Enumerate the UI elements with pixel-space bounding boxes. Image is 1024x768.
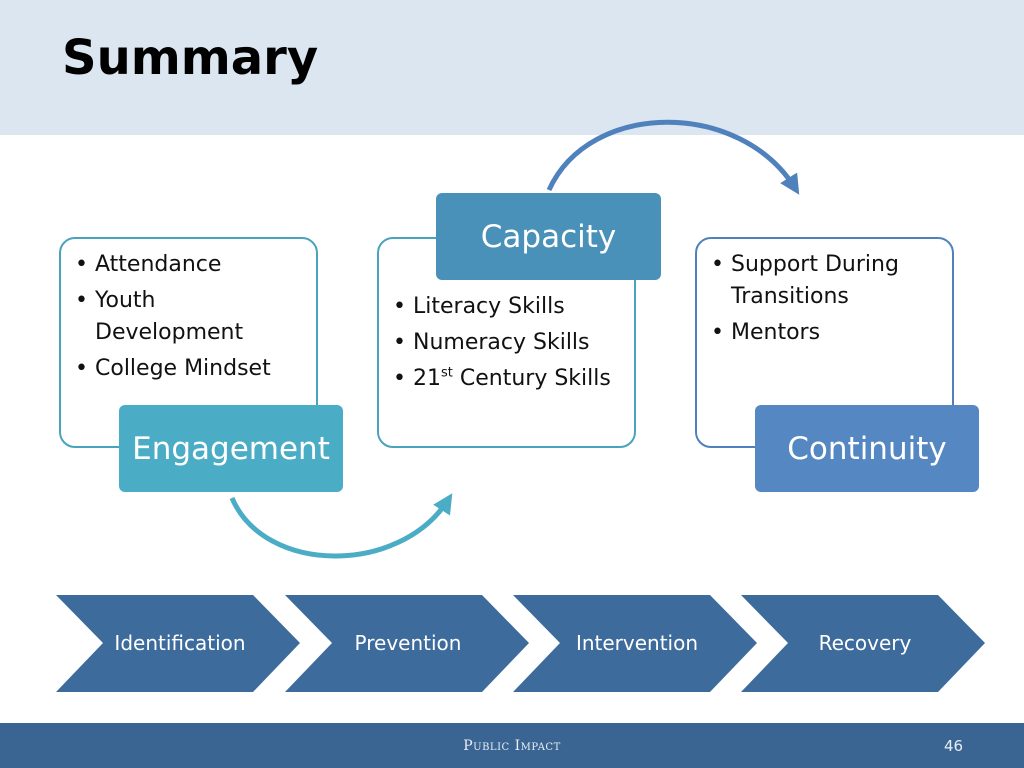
bullet-item: Numeracy Skills <box>391 327 626 359</box>
bullet-item: Attendance <box>73 249 308 281</box>
continuity-label: Continuity <box>755 405 979 492</box>
step-prevention-label: Prevention <box>355 631 462 655</box>
bullet-item: Literacy Skills <box>391 291 626 323</box>
chevron-recovery <box>741 595 985 692</box>
bullet-item: Support During Transitions <box>709 249 944 313</box>
step-recovery-label: Recovery <box>819 631 912 655</box>
chevron-identification <box>56 595 300 692</box>
bullet-item: Youth Development <box>73 285 308 349</box>
bullet-item: 21st Century Skills <box>391 363 626 395</box>
title-band <box>0 0 1024 135</box>
engagement-bullets: Attendance Youth Development College Min… <box>73 249 308 389</box>
capacity-bullets: Literacy Skills Numeracy Skills 21st Cen… <box>391 291 626 399</box>
page-number: 46 <box>944 737 964 755</box>
step-identification-label: Identification <box>114 631 245 655</box>
slide-title: Summary <box>62 30 319 86</box>
chevron-intervention <box>513 595 757 692</box>
footer-bar <box>0 723 1024 768</box>
footer-brand: Public Impact <box>463 738 561 754</box>
engagement-label: Engagement <box>119 405 343 492</box>
bullet-item: College Mindset <box>73 353 308 385</box>
bullet-item: Mentors <box>709 317 944 349</box>
chevron-prevention <box>285 595 529 692</box>
capacity-label: Capacity <box>436 193 661 280</box>
continuity-bullets: Support During Transitions Mentors <box>709 249 944 353</box>
step-intervention-label: Intervention <box>576 631 698 655</box>
